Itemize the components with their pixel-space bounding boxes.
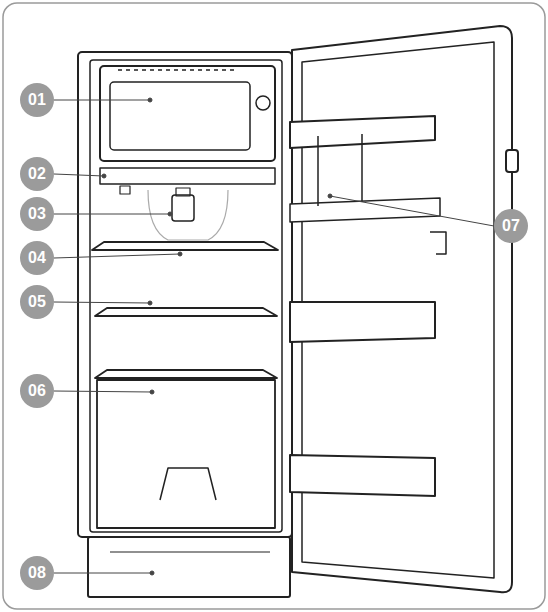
leader-line <box>54 391 152 392</box>
cabinet-inner <box>90 60 282 532</box>
chiller-tray <box>100 168 275 184</box>
door-handle <box>506 150 518 172</box>
bottle-guard <box>148 190 228 240</box>
egg-tray <box>290 198 440 222</box>
leader-dot <box>178 252 182 256</box>
bottle-cap <box>176 188 190 196</box>
freezer-compartment <box>100 66 275 161</box>
callout-number: 01 <box>20 83 54 117</box>
leader-line <box>54 302 150 303</box>
door-bin <box>290 302 435 342</box>
shelf <box>95 370 277 378</box>
leader-dot <box>148 301 152 305</box>
bin-divider <box>318 134 362 206</box>
leader-dot <box>328 194 332 198</box>
dispenser-bottle <box>172 195 194 221</box>
leader-line <box>54 573 152 574</box>
callout-number: 02 <box>20 157 54 191</box>
crisper-drawer <box>97 380 275 528</box>
leader-line <box>54 174 104 176</box>
callout-number: 03 <box>20 197 54 231</box>
freezer-grille <box>118 69 238 71</box>
door-latch <box>430 232 446 254</box>
leader-dot <box>148 98 152 102</box>
thermostat-knob <box>256 96 270 110</box>
callout-number: 07 <box>494 209 528 243</box>
crisper-handle <box>160 468 216 500</box>
callout-number: 06 <box>20 374 54 408</box>
freezer-door <box>110 82 250 150</box>
leader-dot <box>150 571 154 575</box>
callout-number: 08 <box>20 556 54 590</box>
frame <box>3 3 545 609</box>
base-line <box>110 551 270 552</box>
cabinet-outline <box>78 52 292 537</box>
base-stand <box>88 537 290 597</box>
door-bin <box>290 455 435 496</box>
callout-number: 04 <box>20 241 54 275</box>
callout-number: 05 <box>20 285 54 319</box>
shelf <box>95 308 277 316</box>
leader-line <box>54 214 170 215</box>
shelf <box>92 242 278 250</box>
leader-dot <box>150 390 154 394</box>
leader-line <box>330 196 494 226</box>
leader-dot <box>168 212 172 216</box>
lamp <box>120 186 130 194</box>
leader-line <box>54 100 150 101</box>
leader-dot <box>102 174 106 178</box>
leader-line <box>54 254 180 258</box>
